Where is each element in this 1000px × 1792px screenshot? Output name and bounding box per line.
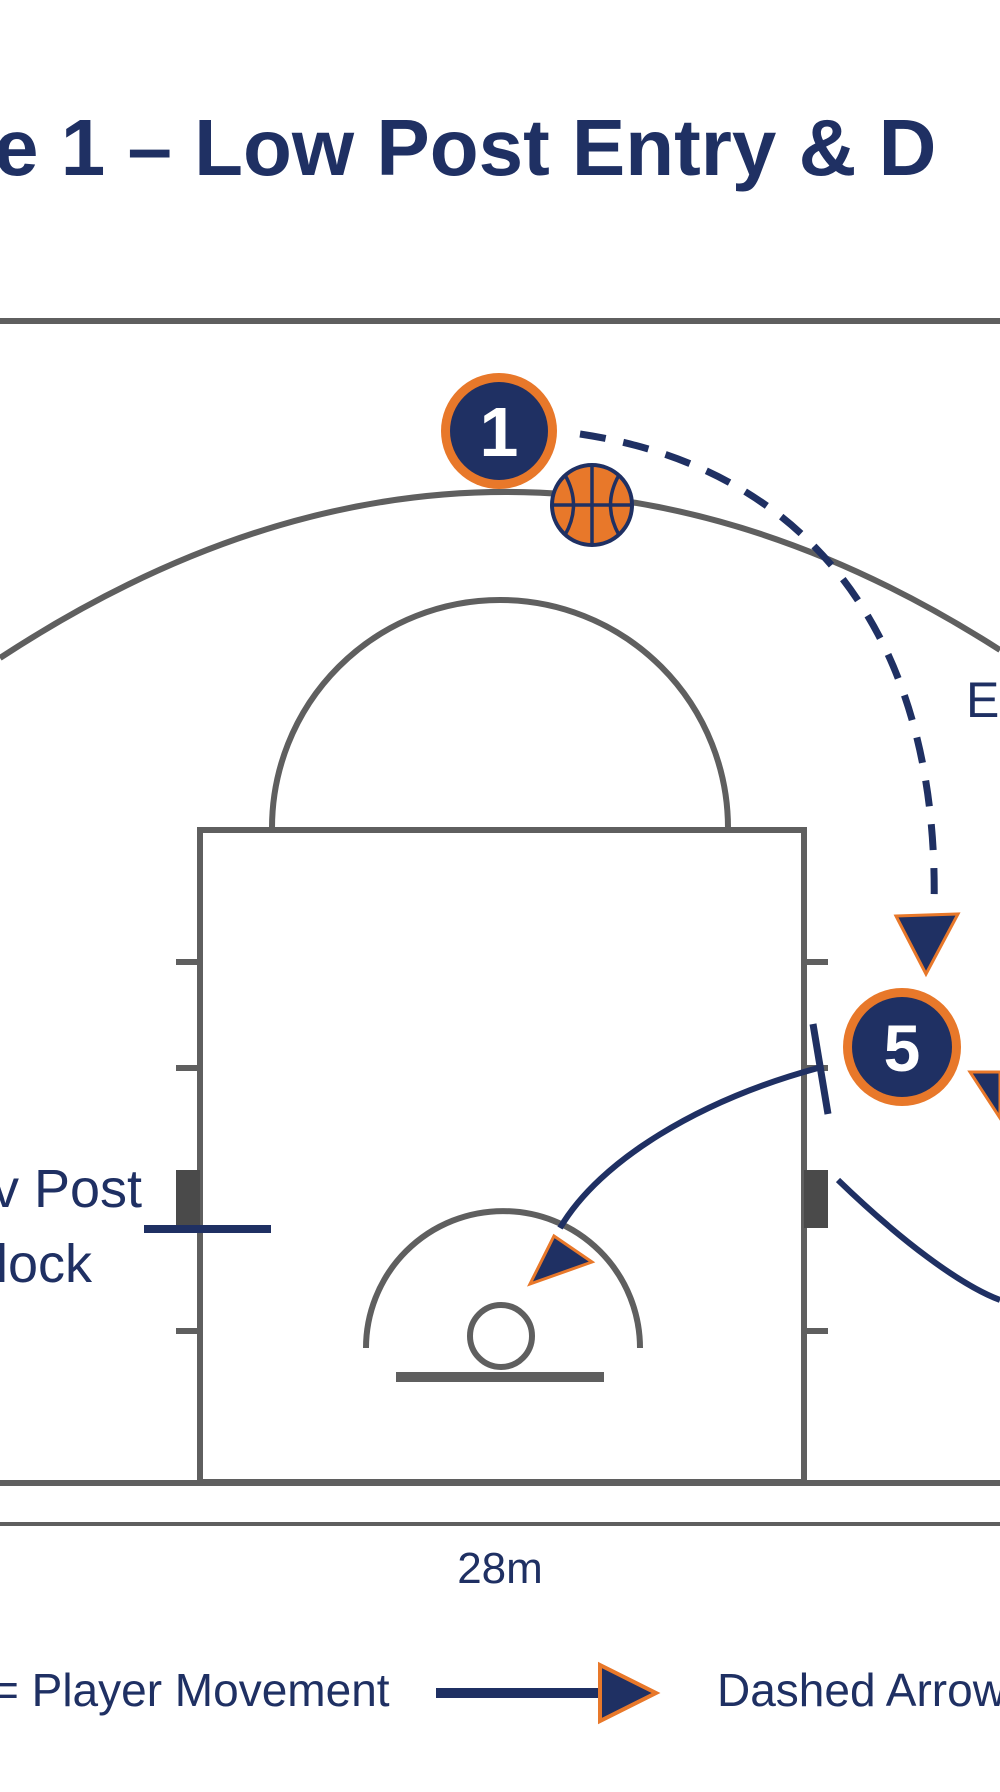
entry-label: E xyxy=(966,672,999,728)
cut-movement-arrow xyxy=(557,1065,819,1230)
basketball-seam xyxy=(563,474,576,536)
roll-arrowhead-partial xyxy=(967,1070,1000,1121)
low-post-block-right xyxy=(804,1170,828,1228)
roll-movement-arrow xyxy=(835,1177,1000,1303)
dimension-label: 28m xyxy=(457,1544,543,1593)
cut-movement-arrowhead xyxy=(526,1233,596,1287)
player-1-disc xyxy=(450,382,548,480)
player-5-number: 5 xyxy=(884,1011,921,1085)
hoop xyxy=(467,1302,535,1370)
legend-movement-arrowhead xyxy=(598,1661,661,1725)
three-point-arc xyxy=(0,489,1000,661)
low-post-label-line1: v Post xyxy=(0,1159,142,1219)
low-post-label-line2: lock xyxy=(0,1234,93,1294)
free-throw-circle xyxy=(269,597,731,829)
court xyxy=(0,318,1000,1526)
player-1: 1 xyxy=(441,373,557,489)
player-1-number: 1 xyxy=(480,393,519,471)
entry-pass-arrowhead xyxy=(893,912,961,978)
basketball-icon xyxy=(550,463,634,547)
screen-bar xyxy=(809,1023,832,1115)
legend-dashed-label: Dashed Arrow xyxy=(717,1664,1000,1716)
paint-key xyxy=(197,827,807,1485)
entry-pass-dashed-arrow xyxy=(579,430,938,909)
low-post-block-left xyxy=(176,1170,200,1228)
diagram-title: e 1 – Low Post Entry & D xyxy=(0,103,936,192)
player-5-disc xyxy=(852,997,952,1097)
player-5: 5 xyxy=(843,988,961,1106)
legend-movement-label: = Player Movement xyxy=(0,1664,390,1716)
basketball-seam xyxy=(608,474,621,536)
restricted-arc xyxy=(363,1208,643,1349)
